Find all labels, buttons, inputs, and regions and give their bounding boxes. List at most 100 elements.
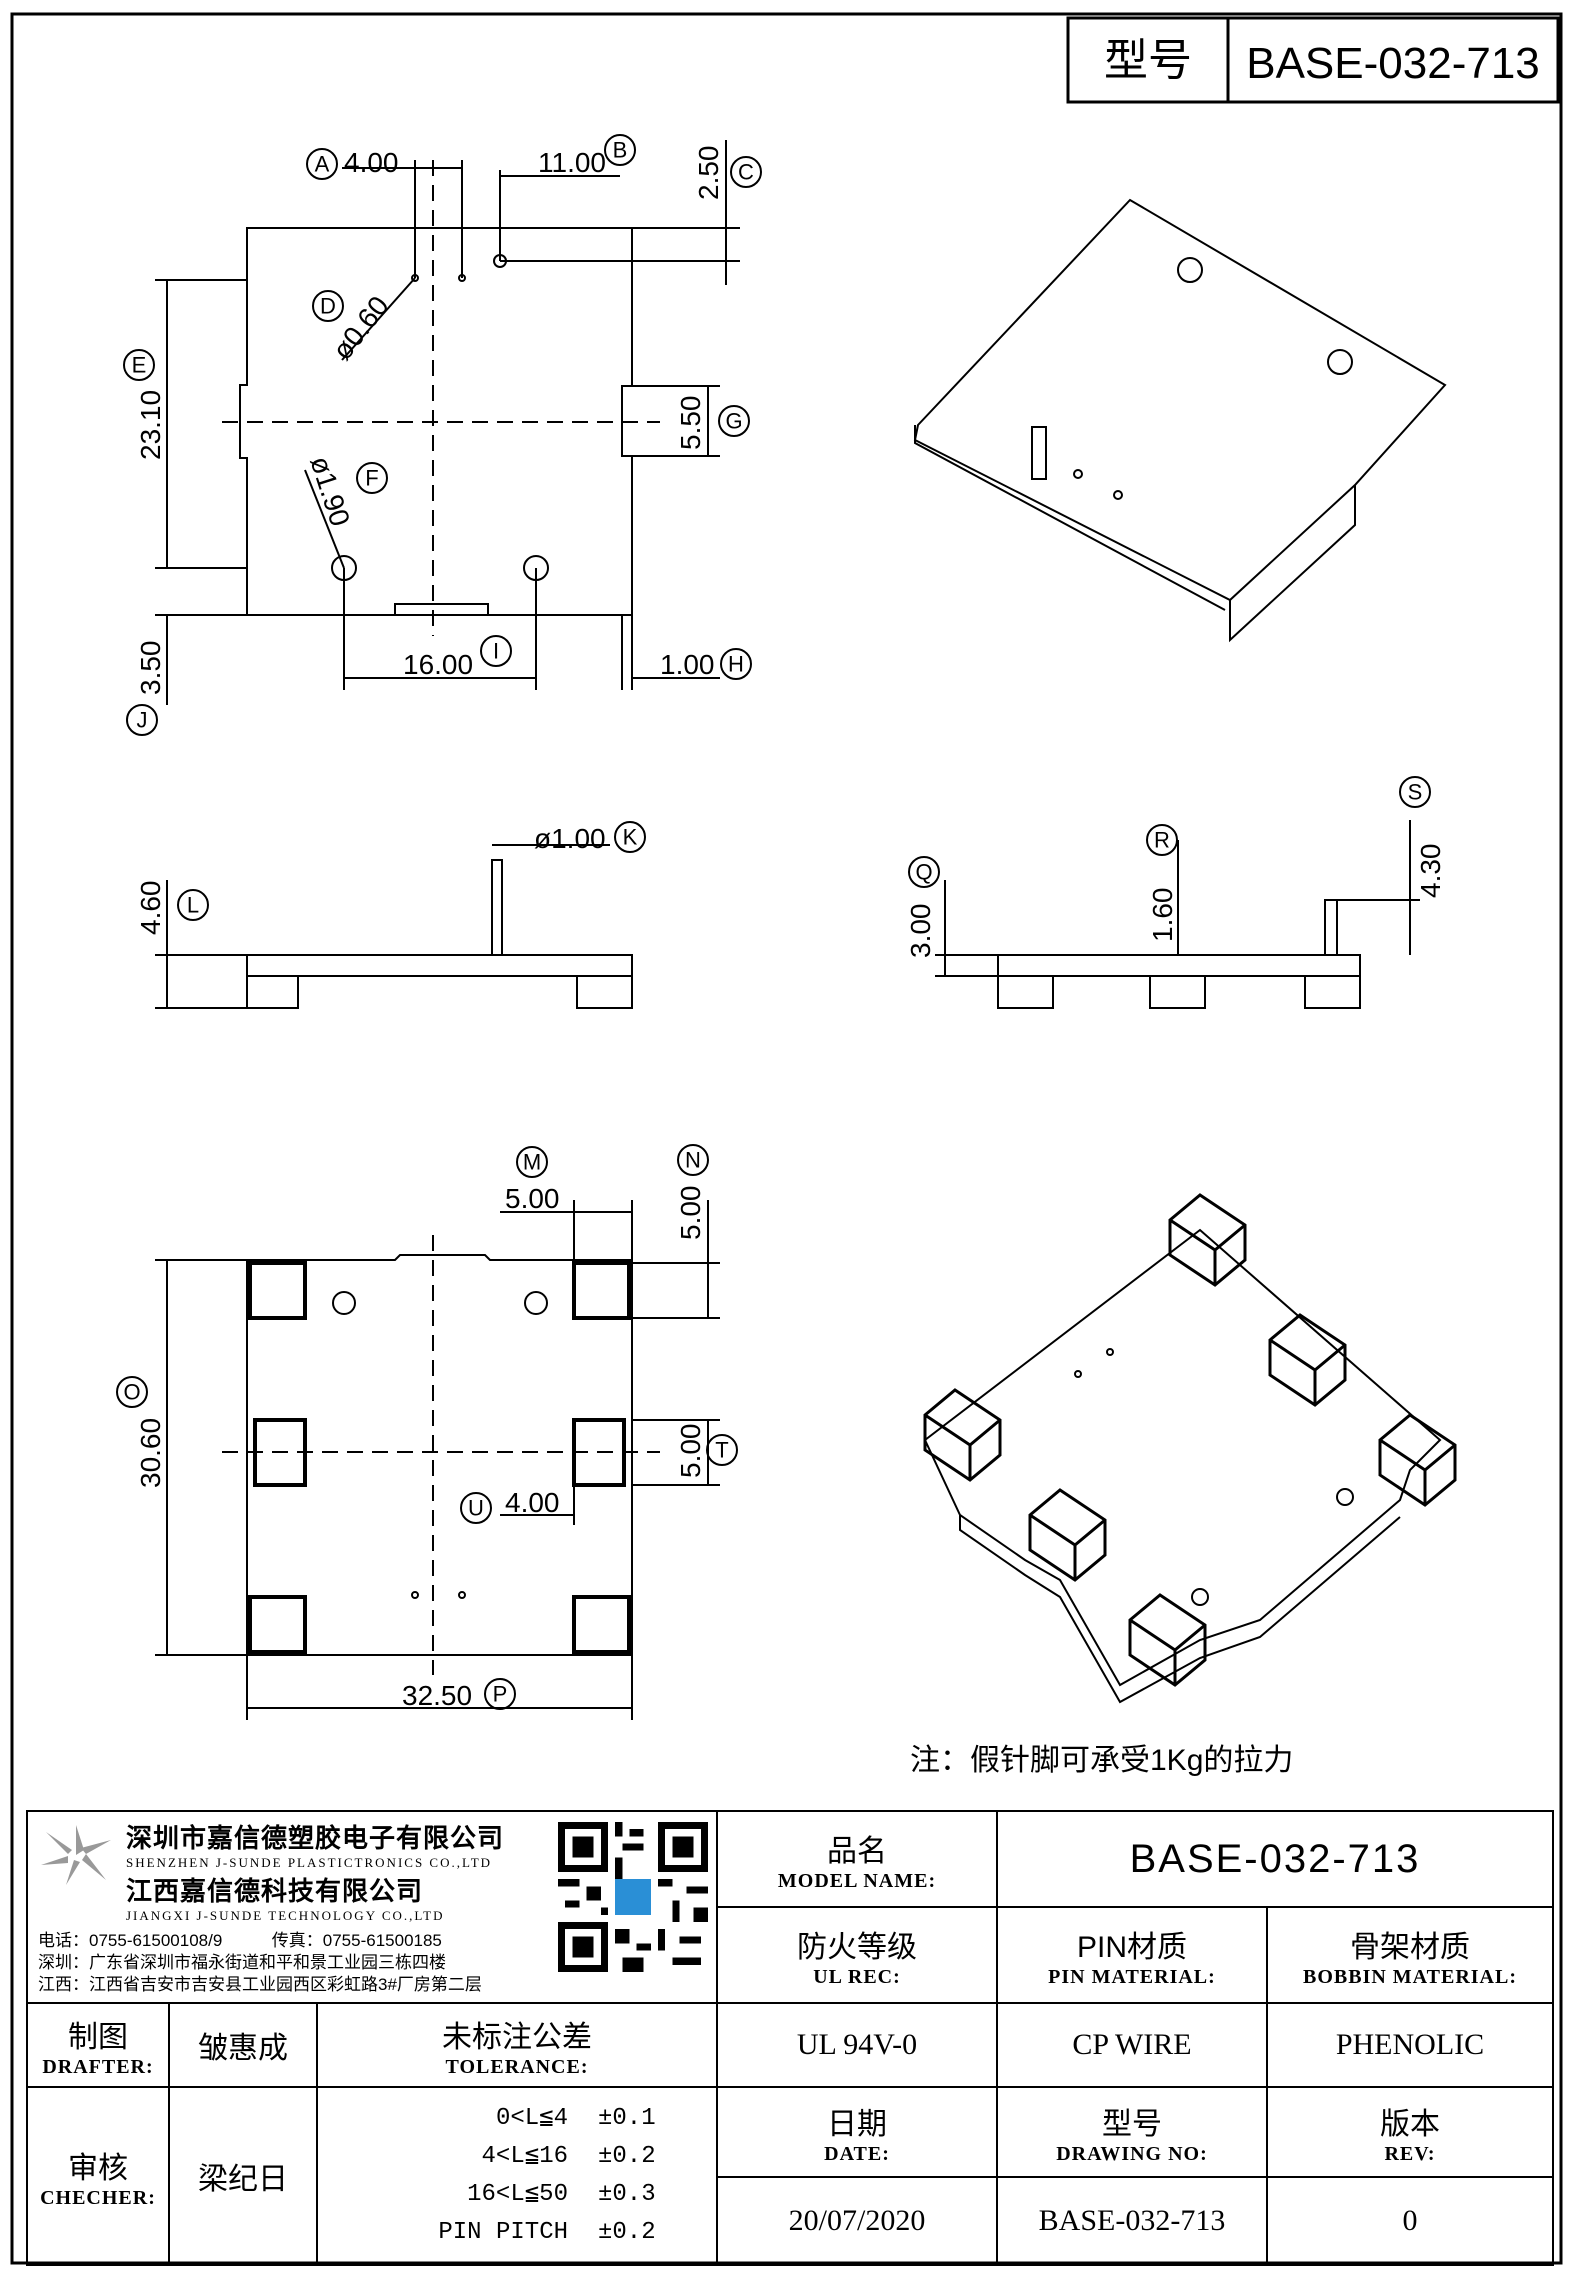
bubble-k: K	[623, 825, 638, 850]
drawing-label-cell: 型号 DRAWING NO:	[996, 2086, 1268, 2178]
dim-g-value: 5.50	[675, 396, 706, 451]
pin-en: PIN MATERIAL:	[1048, 1965, 1216, 1988]
drawing-en: DRAWING NO:	[1056, 2142, 1208, 2165]
drawing-cn: 型号	[1102, 2107, 1162, 2141]
tolerance-cn: 未标注公差	[442, 2020, 592, 2054]
company-logo-icon	[41, 1825, 111, 1885]
bubble-b: B	[613, 138, 628, 163]
drawing-value-cell: BASE-032-713	[996, 2176, 1268, 2266]
pin-value: CP WIRE	[1072, 2028, 1192, 2061]
dim-e-value: 23.10	[135, 390, 166, 460]
bubble-f: F	[365, 466, 378, 491]
tolerance-list: 0<L≦4 ±0.1 4<L≦16 ±0.2 16<L≦50 ±0.3 PIN PIT…	[316, 2086, 718, 2266]
bubble-p: P	[493, 1682, 508, 1707]
dim-f-value: ø1.90	[304, 452, 356, 530]
dim-m-value: 5.00	[505, 1183, 560, 1214]
ul-label-cell: 防火等级 UL REC:	[716, 1906, 998, 2004]
tolerance-row: PIN PITCH±0.2	[378, 2214, 716, 2252]
front-view	[155, 844, 633, 1009]
header-model-label: 型号	[1104, 36, 1192, 85]
bubble-l: L	[187, 893, 199, 918]
date-cn: 日期	[827, 2107, 887, 2141]
tolerance-en: TOLERANCE:	[445, 2055, 589, 2078]
drafter-cn: 制图	[68, 2020, 128, 2054]
header-model-box: 型号 BASE-032-713	[1066, 16, 1560, 104]
dim-c-value: 2.50	[693, 146, 724, 201]
bubble-j: J	[137, 708, 148, 733]
pin-value-cell: CP WIRE	[996, 2002, 1268, 2088]
dim-k-value: ø1.00	[534, 823, 606, 854]
bubble-r: R	[1154, 828, 1170, 853]
company-block: 深圳市嘉信德塑胶电子有限公司 SHENZHEN J-SUNDE PLASTICT…	[26, 1810, 718, 2004]
ul-value: UL 94V-0	[796, 2028, 918, 2061]
dim-r-value: 1.60	[1147, 888, 1178, 943]
side-view	[935, 820, 1420, 1009]
dim-u-value: 4.00	[505, 1487, 560, 1518]
bubble-a: A	[315, 152, 330, 177]
bottom-view	[155, 1200, 720, 1720]
tolerance-row: 0<L≦4 ±0.1	[378, 2100, 716, 2138]
dim-l-value: 4.60	[135, 881, 166, 936]
bubble-c: C	[738, 160, 754, 185]
dim-b-value: 11.00	[538, 147, 606, 178]
bubble-q: Q	[915, 860, 932, 885]
rev-label-cell: 版本 REV:	[1266, 2086, 1554, 2178]
dim-j-value: 3.50	[135, 641, 166, 696]
ul-value-cell: UL 94V-0	[716, 2002, 998, 2088]
tolerance-range: 4<L≦16	[481, 2143, 568, 2170]
company-phone: 电话：0755-61500108/9	[38, 1931, 223, 1950]
date-value-cell: 20/07/2020	[716, 2176, 998, 2266]
model-name-value-cell: BASE-032-713	[996, 1810, 1554, 1908]
company-name-cn-1: 深圳市嘉信德塑胶电子有限公司	[126, 1823, 505, 1853]
model-name-label-cell: 品名 MODEL NAME:	[716, 1810, 998, 1908]
company-name-en-2: JIANGXI J-SUNDE TECHNOLOGY CO.,LTD	[126, 1908, 445, 1923]
tolerance-label-cell: 未标注公差 TOLERANCE:	[316, 2002, 718, 2088]
tolerance-range: 16<L≦50	[467, 2181, 568, 2208]
model-name-en: MODEL NAME:	[777, 1869, 937, 1892]
bobbin-value: PHENOLIC	[1335, 2028, 1485, 2061]
model-name-value: BASE-032-713	[1129, 1836, 1421, 1881]
bubble-g: G	[725, 409, 742, 434]
company-address-jx: 江西：江西省吉安市吉安县工业园西区彩虹路3#厂房第二层	[38, 1975, 482, 1994]
title-block: 深圳市嘉信德塑胶电子有限公司 SHENZHEN J-SUNDE PLASTICT…	[26, 1810, 1554, 2266]
bubble-t: T	[715, 1438, 728, 1463]
tolerance-value: ±0.3	[598, 2181, 656, 2208]
model-name-cn: 品名	[827, 1834, 887, 1868]
bobbin-en: BOBBIN MATERIAL:	[1303, 1965, 1517, 1988]
drafter-name-cell: 皱惠成	[168, 2002, 318, 2088]
tolerance-value: ±0.1	[598, 2105, 656, 2132]
checker-name-cell: 梁纪日	[168, 2086, 318, 2266]
bubble-s: S	[1408, 780, 1423, 805]
company-fax: 传真：0755-61500185	[271, 1931, 442, 1950]
note-text: 注：假针脚可承受1Kg的拉力	[910, 1744, 1293, 1777]
checker-en: CHECHER:	[40, 2186, 156, 2209]
bubble-i: I	[493, 639, 499, 664]
bubble-o: O	[123, 1380, 140, 1405]
iso-bottom-view	[923, 1193, 1457, 1704]
company-address-sz: 深圳：广东省深圳市福永街道和平和景工业园三栋四楼	[38, 1953, 446, 1972]
bobbin-cn: 骨架材质	[1350, 1930, 1470, 1964]
drafter-en: DRAFTER:	[42, 2055, 154, 2078]
pin-cn: PIN材质	[1076, 1930, 1187, 1964]
date-value: 20/07/2020	[788, 2204, 926, 2237]
bubble-n: N	[685, 1148, 701, 1173]
dim-i-value: 16.00	[403, 649, 473, 680]
checker-name: 梁纪日	[198, 2163, 288, 2196]
company-name-en-1: SHENZHEN J-SUNDE PLASTICTRONICS CO.,LTD	[126, 1855, 493, 1870]
checker-cn: 审核	[68, 2151, 128, 2185]
dim-n-value: 5.00	[675, 1186, 706, 1241]
ul-en: UL REC:	[813, 1965, 901, 1988]
bobbin-label-cell: 骨架材质 BOBBIN MATERIAL:	[1266, 1906, 1554, 2004]
dim-h-value: 1.00	[660, 649, 715, 680]
tolerance-range: 0<L≦4	[495, 2105, 568, 2132]
dim-p-value: 32.50	[402, 1680, 472, 1711]
tolerance-value: ±0.2	[598, 2143, 656, 2170]
rev-en: REV:	[1384, 2142, 1436, 2165]
rev-value-cell: 0	[1266, 2176, 1554, 2266]
dim-d-value: ø0.60	[326, 290, 395, 366]
qr-code-icon	[558, 1822, 708, 1972]
dim-s-value: 4.30	[1415, 844, 1446, 899]
top-view	[155, 140, 740, 705]
date-label-cell: 日期 DATE:	[716, 2086, 998, 2178]
